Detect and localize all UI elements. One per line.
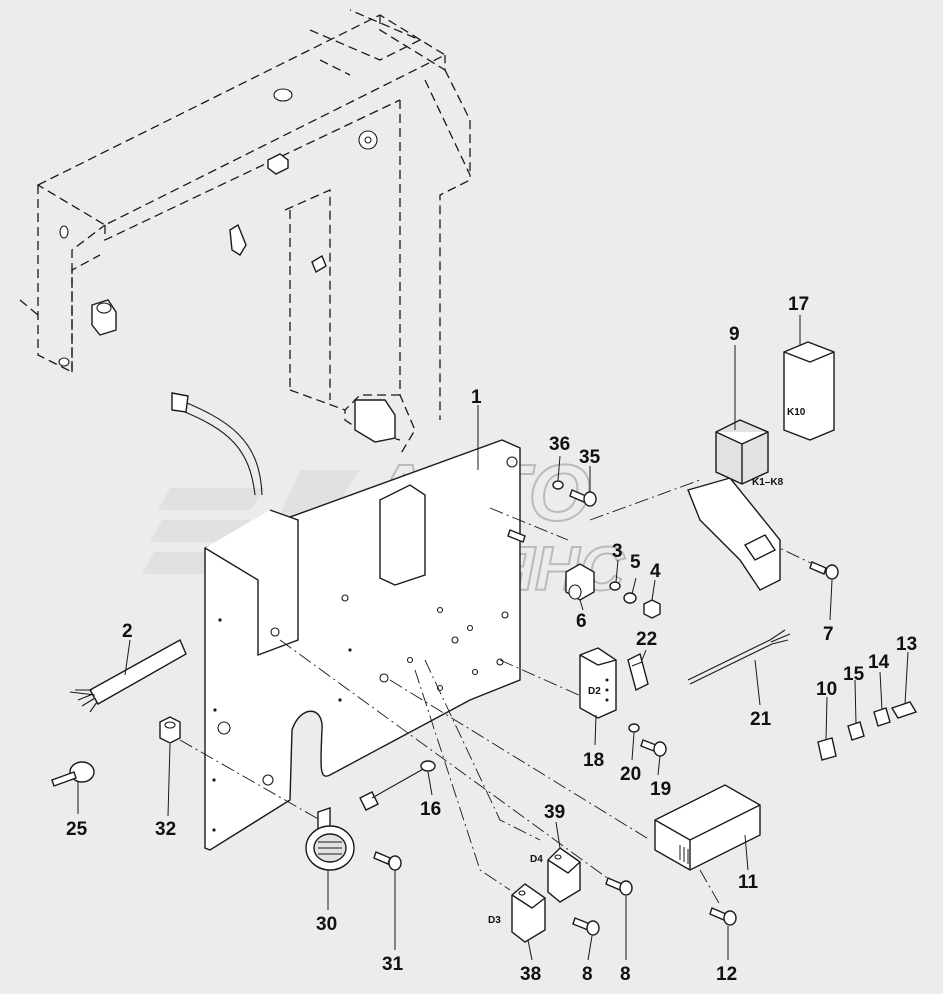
part-screw-31 — [373, 851, 402, 871]
part-clamp — [51, 761, 95, 787]
part-buzzer — [305, 807, 355, 871]
tag-k1-k8: K1–K8 — [752, 477, 784, 488]
callout-32: 32 — [155, 819, 176, 840]
cab-frame-outline — [19, 9, 471, 456]
part-relay-k1-k8 — [715, 419, 769, 485]
part-screw-7 — [809, 561, 839, 580]
part-relay-k10 — [783, 341, 835, 441]
callout-14: 14 — [868, 652, 890, 673]
callout-1: 1 — [471, 387, 482, 408]
callout-10: 10 — [816, 679, 837, 700]
callout-5: 5 — [630, 552, 641, 573]
tag-d3: D3 — [488, 915, 501, 926]
callout-6: 6 — [576, 611, 587, 632]
part-wire — [687, 629, 791, 685]
part-cable — [69, 639, 187, 713]
callout-17: 17 — [788, 294, 809, 315]
part-screw-8 — [572, 877, 633, 936]
tag-k10: K10 — [787, 407, 806, 418]
callout-21: 21 — [750, 709, 772, 730]
callout-39: 39 — [544, 802, 565, 823]
callout-15: 15 — [843, 664, 865, 685]
callout-9: 9 — [729, 324, 740, 345]
part-relay-base — [687, 477, 781, 591]
callout-20: 20 — [620, 764, 641, 785]
callout-30: 30 — [316, 914, 337, 935]
callout-12: 12 — [716, 964, 737, 985]
part-fuse-link — [359, 760, 436, 811]
callout-3: 3 — [612, 541, 623, 562]
callout-8-b: 8 — [620, 964, 631, 985]
part-bushing — [507, 529, 595, 601]
part-connector — [654, 784, 761, 871]
callout-22: 22 — [636, 629, 657, 650]
part-diode-d3 — [511, 883, 546, 943]
callout-13: 13 — [896, 634, 917, 655]
callout-31: 31 — [382, 954, 404, 975]
callout-18: 18 — [583, 750, 604, 771]
callout-7: 7 — [823, 624, 834, 645]
callout-labels: 1 2 3 4 5 6 7 8 8 9 10 11 12 13 14 15 16… — [66, 294, 917, 985]
part-fuses — [817, 701, 918, 761]
tag-d4: D4 — [530, 854, 543, 865]
callout-4: 4 — [650, 561, 661, 582]
callout-36: 36 — [549, 434, 570, 455]
callout-38: 38 — [520, 964, 541, 985]
part-diode-d4 — [547, 847, 581, 903]
wire-loom — [174, 397, 263, 496]
callout-35: 35 — [579, 447, 601, 468]
part-screw-35 — [552, 480, 597, 507]
callout-19: 19 — [650, 779, 671, 800]
callout-2: 2 — [122, 621, 133, 642]
mounting-plate — [204, 439, 521, 851]
leader-lines — [77, 315, 909, 961]
callout-16: 16 — [420, 799, 441, 820]
callout-8-a: 8 — [582, 964, 593, 985]
part-diode-block-d2 — [579, 647, 617, 719]
part-clip — [627, 652, 649, 692]
part-screw-12 — [709, 907, 737, 926]
part-nut — [159, 716, 181, 744]
tag-d2: D2 — [588, 686, 601, 697]
callout-11: 11 — [738, 872, 759, 893]
part-washers — [609, 581, 661, 619]
callout-25: 25 — [66, 819, 88, 840]
assembly-lines — [179, 479, 816, 906]
part-washer-screw — [628, 723, 667, 757]
